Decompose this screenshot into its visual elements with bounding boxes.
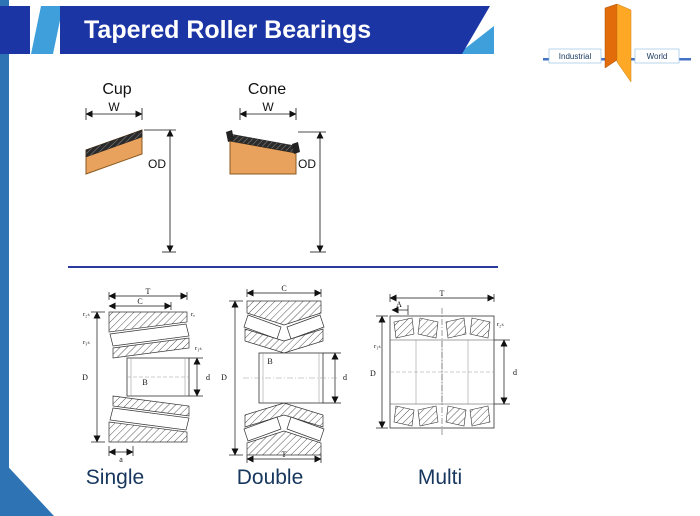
single-dim-D: D [82, 373, 88, 382]
single-r-mid-right: r₁ₛ [195, 345, 202, 352]
cup-section [85, 129, 143, 175]
left-side-strip [0, 0, 9, 516]
single-section [108, 311, 190, 443]
cone-label: Cone [247, 81, 287, 98]
single-dim-a: a [119, 455, 123, 464]
cone-diagram: W OD [226, 100, 326, 253]
multi-bearing-diagram: T A D d r₂ₛ r₁ₛ [370, 289, 517, 436]
caption-double: Double [236, 466, 304, 489]
logo-text-world: World [647, 52, 668, 61]
logo-text-box-left [548, 48, 602, 64]
header-square [0, 6, 30, 54]
double-dim-C: C [281, 284, 286, 293]
multi-dim-d: d [513, 368, 517, 377]
single-dim-B: B [142, 378, 147, 387]
logo-ribbon-right [616, 3, 632, 83]
cone-od-label: OD [298, 157, 316, 171]
header-parallelogram [31, 6, 63, 54]
header-bar: Tapered Roller Bearings [60, 6, 490, 54]
cup-label: Cup [102, 81, 132, 98]
logo: Industrial World [543, 3, 691, 83]
multi-dim-T: T [440, 289, 445, 298]
cone-w-label: W [262, 100, 274, 114]
logo-text-box-right [634, 48, 680, 64]
logo-ribbon-left [604, 3, 618, 69]
double-bearing-diagram: C B D d T [221, 284, 347, 463]
double-dim-B: B [267, 357, 272, 366]
bottom-left-corner-triangle [0, 458, 54, 516]
double-dim-D: D [221, 373, 227, 382]
double-section [243, 300, 337, 456]
multi-section [389, 308, 495, 436]
page-title: Tapered Roller Bearings [84, 16, 372, 44]
single-r-top-right: rₐ [191, 311, 195, 318]
cup-w-dimension [85, 108, 143, 120]
double-dims [229, 289, 341, 463]
cone-od-dimension [298, 131, 326, 253]
caption-multi: Multi [417, 466, 463, 489]
double-dim-T: T [282, 450, 287, 459]
cup-w-label: W [108, 100, 120, 114]
section-divider [68, 266, 498, 268]
single-dim-C: C [137, 297, 142, 306]
single-bearing-diagram: T C B D d a r₂ₛ rₐ r₃ₛ r₁ₛ [82, 287, 210, 464]
single-dim-T: T [146, 287, 151, 296]
caption-single: Single [85, 466, 145, 489]
cup-od-dimension [144, 129, 176, 253]
logo-text-industrial: Industrial [559, 52, 592, 61]
single-r-top-left: r₂ₛ [83, 311, 90, 318]
single-dim-d: d [206, 373, 210, 382]
multi-dim-A: A [396, 300, 402, 309]
multi-r-left: r₁ₛ [374, 343, 381, 350]
multi-dims [376, 294, 510, 429]
cone-section [226, 130, 300, 175]
double-dim-d: d [343, 373, 347, 382]
cup-od-label: OD [148, 157, 166, 171]
cone-w-dimension [239, 108, 297, 120]
single-r-mid-left: r₃ₛ [83, 339, 90, 346]
multi-r-right: r₂ₛ [497, 321, 504, 328]
cup-diagram: W OD [85, 100, 176, 253]
multi-dim-D: D [370, 369, 376, 378]
